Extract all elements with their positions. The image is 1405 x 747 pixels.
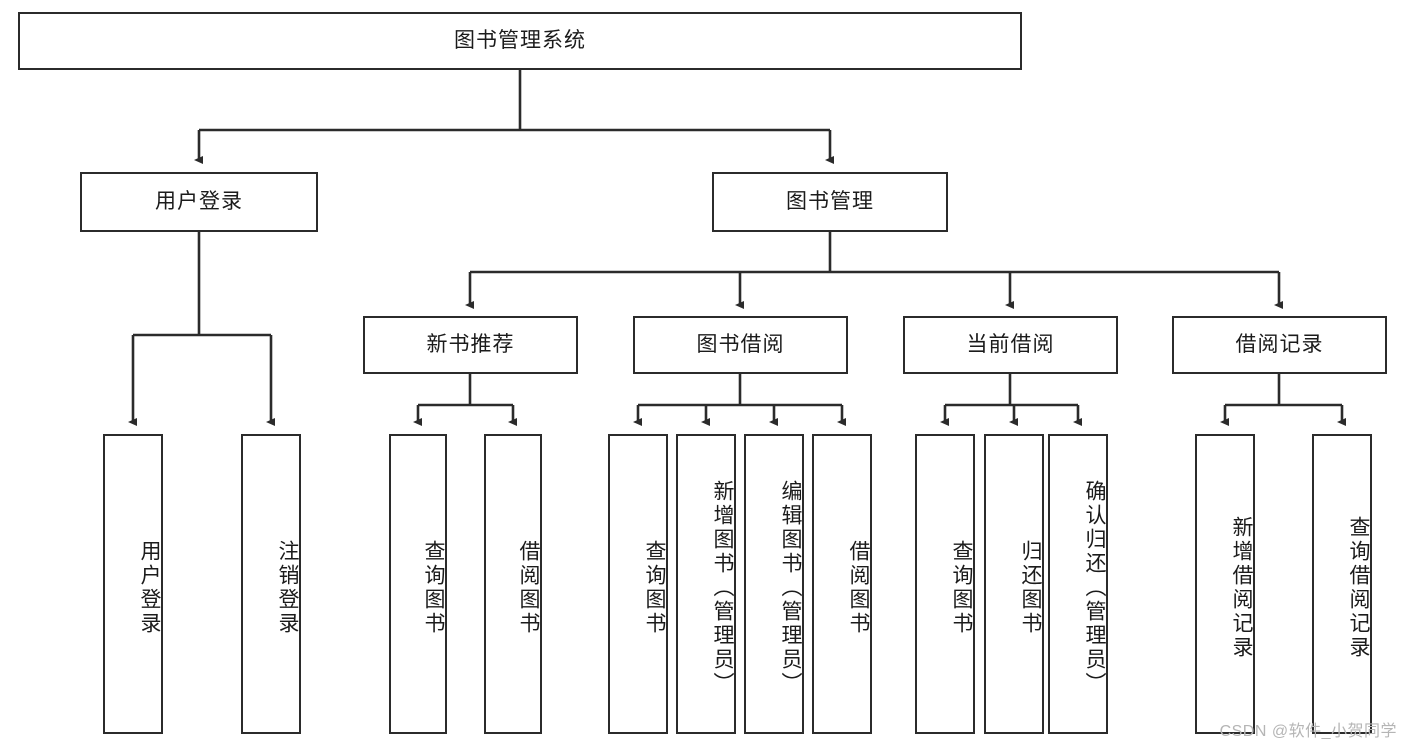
node-leaf-query-record-label: 查询借阅记录	[1347, 516, 1370, 660]
csdn-watermark: CSDN @软件_小贺同学	[1219, 723, 1397, 740]
node-leaf-query-book-1-label: 查询图书	[422, 540, 445, 636]
node-leaf-query-book-3[interactable]: 查询图书	[915, 434, 975, 734]
node-leaf-query-book-1[interactable]: 查询图书	[389, 434, 447, 734]
node-borrow-record-label: 借阅记录	[1235, 333, 1324, 357]
node-leaf-logout-login[interactable]: 注销登录	[241, 434, 301, 734]
node-leaf-add-book[interactable]: 新增图书（管理员）	[676, 434, 736, 734]
node-leaf-user-login-label: 用户登录	[138, 540, 161, 636]
node-root-label: 图书管理系统	[454, 29, 586, 53]
node-leaf-logout-login-label: 注销登录	[276, 540, 299, 636]
node-user-login[interactable]: 用户登录	[80, 172, 318, 232]
node-leaf-query-book-3-label: 查询图书	[950, 540, 973, 636]
node-leaf-return-book-label: 归还图书	[1019, 540, 1042, 636]
node-leaf-add-record-label: 新增借阅记录	[1230, 516, 1253, 660]
node-new-book-recommend[interactable]: 新书推荐	[363, 316, 578, 374]
node-book-borrow[interactable]: 图书借阅	[633, 316, 848, 374]
node-leaf-query-book-2[interactable]: 查询图书	[608, 434, 668, 734]
node-current-borrow[interactable]: 当前借阅	[903, 316, 1118, 374]
node-leaf-borrow-book-1-label: 借阅图书	[517, 540, 540, 636]
node-leaf-borrow-book-2[interactable]: 借阅图书	[812, 434, 872, 734]
node-user-login-label: 用户登录	[155, 190, 243, 214]
node-leaf-add-record[interactable]: 新增借阅记录	[1195, 434, 1255, 734]
node-leaf-query-book-2-label: 查询图书	[643, 540, 666, 636]
node-borrow-record[interactable]: 借阅记录	[1172, 316, 1387, 374]
node-leaf-query-record[interactable]: 查询借阅记录	[1312, 434, 1372, 734]
node-leaf-borrow-book-1[interactable]: 借阅图书	[484, 434, 542, 734]
node-book-manage-label: 图书管理	[786, 190, 874, 214]
node-new-book-recommend-label: 新书推荐	[426, 333, 515, 357]
node-book-borrow-label: 图书借阅	[696, 333, 785, 357]
node-book-manage[interactable]: 图书管理	[712, 172, 948, 232]
node-leaf-borrow-book-2-label: 借阅图书	[847, 540, 870, 636]
node-leaf-user-login[interactable]: 用户登录	[103, 434, 163, 734]
node-leaf-edit-book[interactable]: 编辑图书（管理员）	[744, 434, 804, 734]
node-leaf-add-book-label: 新增图书（管理员）	[711, 480, 734, 696]
node-leaf-edit-book-label: 编辑图书（管理员）	[779, 480, 802, 696]
node-current-borrow-label: 当前借阅	[966, 333, 1055, 357]
node-leaf-confirm-return[interactable]: 确认归还（管理员）	[1048, 434, 1108, 734]
node-leaf-return-book[interactable]: 归还图书	[984, 434, 1044, 734]
node-root[interactable]: 图书管理系统	[18, 12, 1022, 70]
node-leaf-confirm-return-label: 确认归还（管理员）	[1083, 480, 1106, 696]
